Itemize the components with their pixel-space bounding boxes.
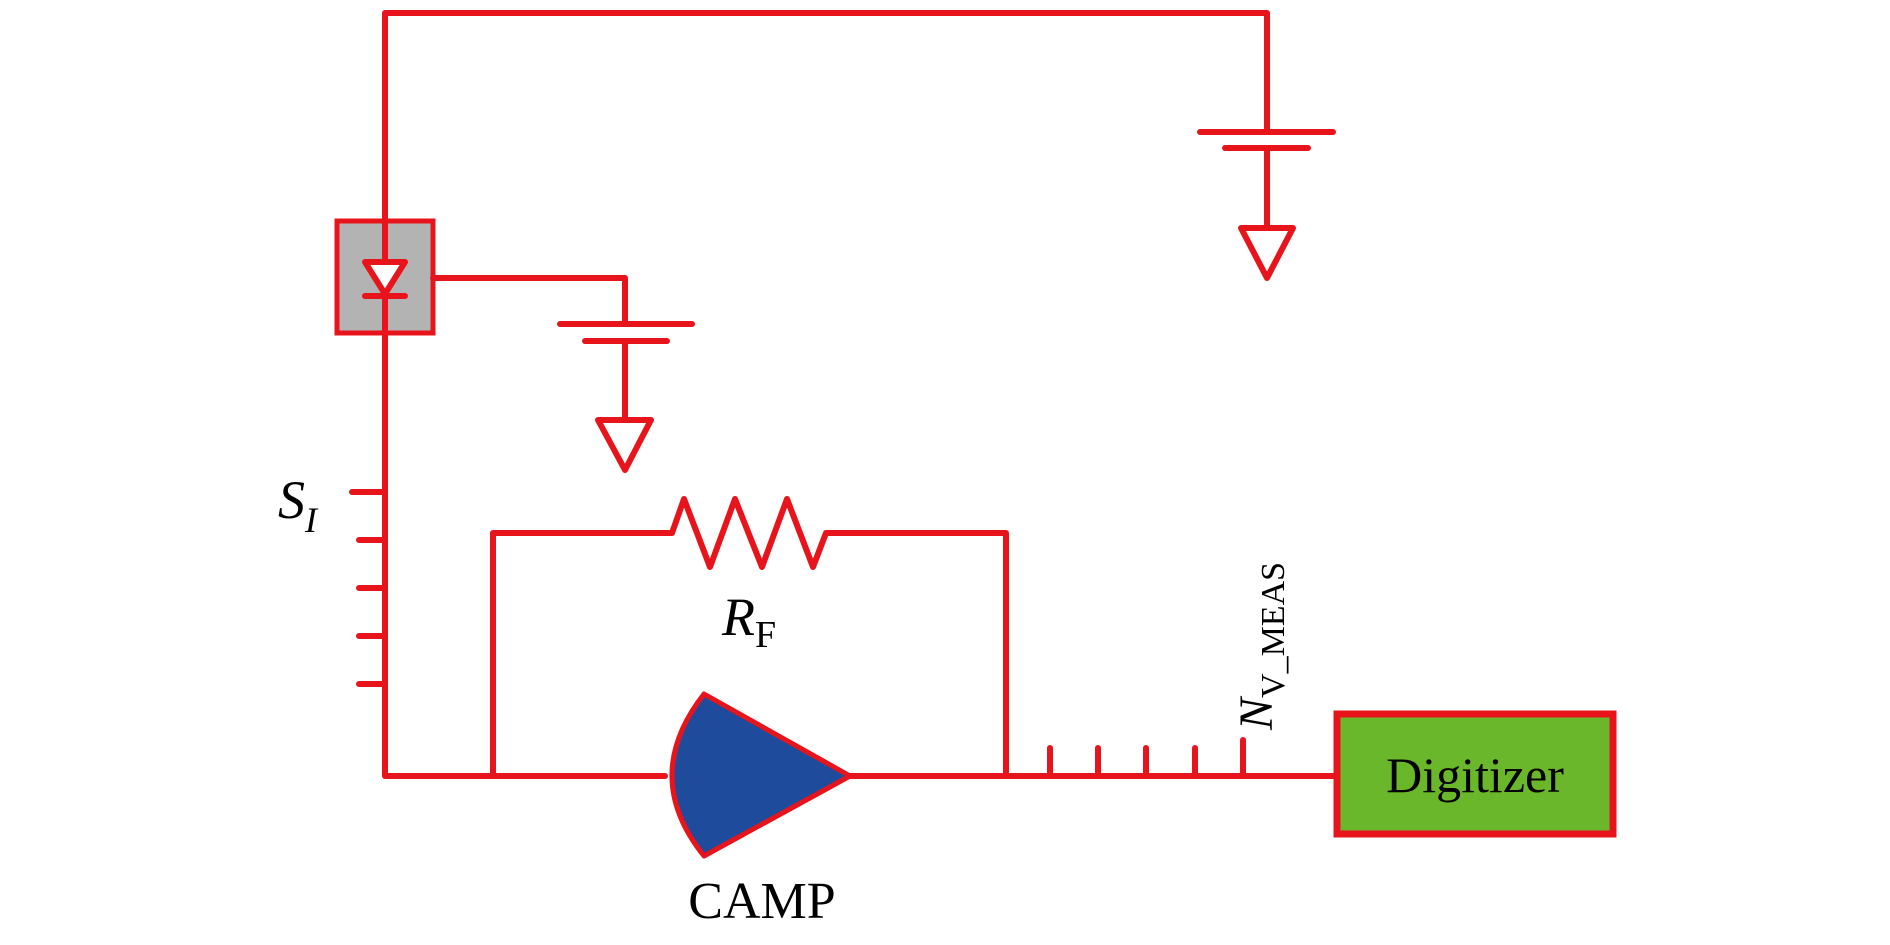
digitizer: Digitizer (1333, 710, 1617, 838)
ground-icon (1238, 225, 1296, 281)
input-wire (382, 332, 496, 779)
bias-battery-right (1197, 129, 1336, 281)
photodiode-bias-wire (430, 275, 628, 327)
top-bias-wire (382, 10, 1270, 338)
current-noise-source: SI (278, 332, 496, 779)
amplifier-icon (669, 691, 853, 859)
diode-icon (362, 259, 408, 297)
digitizer-label: Digitizer (1386, 747, 1564, 803)
amplifier-label: CAMP (688, 873, 835, 930)
resistor-icon (490, 496, 1009, 779)
resistor-label: RF (721, 587, 776, 656)
bias-battery-left (430, 275, 695, 473)
feedback-resistor: RF (490, 496, 1009, 779)
noise-label: NV_MEAS (1230, 562, 1292, 731)
digitizer-box (1333, 710, 1617, 838)
voltage-noise-source: NV_MEAS (847, 562, 1337, 779)
photodiode (334, 197, 436, 343)
charge-amplifier: CAMP (490, 691, 853, 930)
ground-icon (595, 417, 654, 473)
source-label: SI (278, 470, 319, 540)
